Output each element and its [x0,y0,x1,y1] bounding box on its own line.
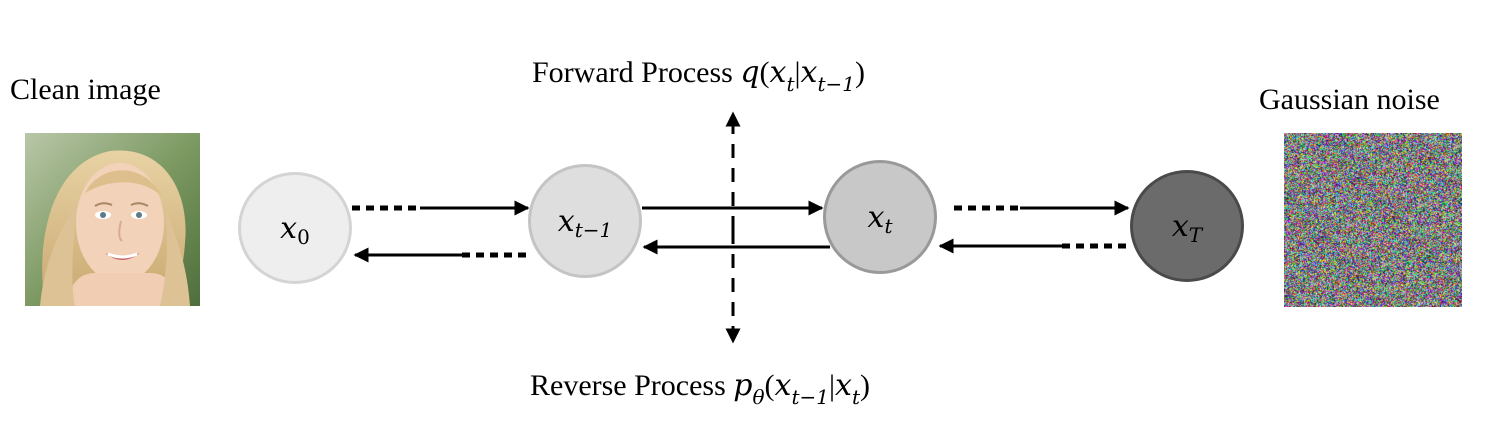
face-illustration [25,133,200,306]
reverse-func: p [733,368,753,403]
reverse-func-sub: θ [752,385,765,409]
node-xT-sub: T [1188,223,1203,247]
node-xt1-sub: t−1 [574,218,613,242]
reverse-arg-var-1: x [774,368,792,403]
node-x0-var: x [280,210,298,246]
forward-func: q [740,55,760,90]
forward-arg-var-1: x [769,55,787,90]
node-xT-var: x [1171,208,1189,244]
forward-arg-var-2: x [800,55,818,90]
forward-arg-sub-1: t [786,72,795,96]
forward-process-label: Forward Process q(xt|xt−1) [532,55,865,96]
reverse-bar: | [829,369,836,402]
forward-arg-sub-2: t−1 [817,72,855,96]
noise-canvas [1284,133,1462,307]
forward-process-text: Forward Process [532,56,733,89]
reverse-process-label: Reverse Process pθ(xt−1|xt) [530,368,870,409]
gaussian-noise-image [1284,133,1462,307]
clean-image-caption: Clean image [10,73,161,106]
reverse-process-text: Reverse Process [530,369,726,402]
node-xt-sub: t [884,214,893,238]
reverse-arg-var-2: x [835,368,852,403]
reverse-arg-sub-1: t−1 [791,385,829,409]
gaussian-noise-caption: Gaussian noise [1259,83,1440,116]
node-xt-var: x [867,199,885,235]
node-x0-sub: 0 [297,225,310,249]
forward-bar: | [794,56,801,89]
node-xt1-var: x [557,203,575,239]
reverse-arg-sub-2: t [851,385,860,409]
clean-face-image [25,133,200,306]
